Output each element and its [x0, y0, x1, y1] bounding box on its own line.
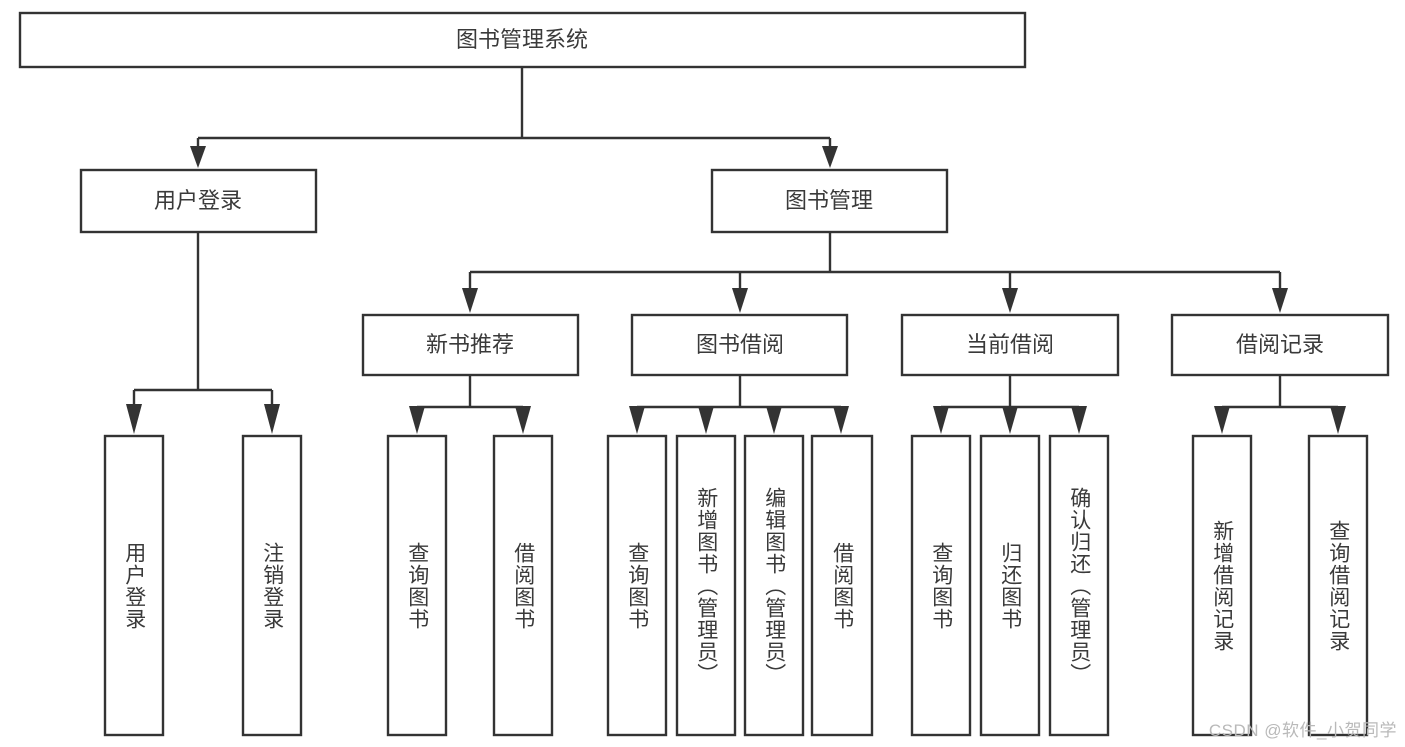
node-label-user-login: 用户登录	[154, 188, 242, 213]
leaf-box-user-login-1[interactable]	[103, 434, 165, 737]
leaf-box-book-borrow-3[interactable]	[743, 434, 805, 737]
watermark-text: CSDN @软件_小贺同学	[1208, 721, 1397, 740]
leaf-box-user-login-2[interactable]	[241, 434, 303, 737]
node-box-root[interactable]	[18, 11, 1027, 69]
node-box-book-borrow[interactable]	[630, 313, 849, 377]
arrowhead-book-manage	[822, 146, 838, 168]
connector-group-new-book-rec	[409, 375, 531, 434]
leaf-box-book-borrow-2[interactable]	[675, 434, 737, 737]
connector-group-root	[190, 67, 838, 168]
node-label-book-manage: 图书管理	[785, 188, 873, 213]
leaf-box-current-borrow-2[interactable]	[979, 434, 1041, 737]
arrowhead-user-login	[190, 146, 206, 168]
arrowhead-leaf-cb-2	[1002, 406, 1018, 434]
arrowhead-leaf-nbr-2	[515, 406, 531, 434]
node-label-root: 图书管理系统	[456, 27, 588, 52]
connector-group-current-borrow	[933, 375, 1087, 434]
leaf-box-current-borrow-3[interactable]	[1048, 434, 1110, 737]
arrowhead-leaf-bb-1	[629, 406, 645, 434]
arrowhead-leaf-cb-1	[933, 406, 949, 434]
connector-group-book-borrow	[629, 375, 849, 434]
node-label-book-borrow: 图书借阅	[696, 332, 784, 357]
arrowhead-book-borrow	[732, 288, 748, 313]
arrowhead-leaf-bb-3	[766, 406, 782, 434]
arrowhead-leaf-user-login-2	[264, 404, 280, 434]
connector-group-borrow-record	[1214, 375, 1346, 434]
arrowhead-new-book-rec	[462, 288, 478, 313]
arrowhead-leaf-bb-2	[698, 406, 714, 434]
leaf-box-borrow-record-1[interactable]	[1191, 434, 1253, 737]
arrowhead-leaf-br-2	[1330, 406, 1346, 434]
arrowhead-leaf-nbr-1	[409, 406, 425, 434]
node-box-borrow-record[interactable]	[1170, 313, 1390, 377]
connector-group-user-login	[126, 232, 280, 434]
leaf-box-book-borrow-1[interactable]	[606, 434, 668, 737]
node-box-new-book-rec[interactable]	[361, 313, 580, 377]
arrowhead-current-borrow	[1002, 288, 1018, 313]
node-label-current-borrow: 当前借阅	[966, 332, 1054, 357]
node-box-current-borrow[interactable]	[900, 313, 1120, 377]
node-box-book-manage[interactable]	[710, 168, 949, 234]
leaf-box-new-book-rec-2[interactable]	[492, 434, 554, 737]
arrowhead-leaf-bb-4	[833, 406, 849, 434]
leaf-box-borrow-record-2[interactable]	[1307, 434, 1369, 737]
node-label-borrow-record: 借阅记录	[1236, 332, 1324, 357]
arrowhead-leaf-user-login-1	[126, 404, 142, 434]
leaf-box-book-borrow-4[interactable]	[810, 434, 874, 737]
node-box-user-login[interactable]	[79, 168, 318, 234]
arrowhead-leaf-cb-3	[1071, 406, 1087, 434]
connector-group-book-manage	[462, 232, 1288, 313]
arrowhead-leaf-br-1	[1214, 406, 1230, 434]
leaf-box-current-borrow-1[interactable]	[910, 434, 972, 737]
leaf-box-new-book-rec-1[interactable]	[386, 434, 448, 737]
arrowhead-borrow-record	[1272, 288, 1288, 313]
node-label-new-book-rec: 新书推荐	[426, 332, 514, 357]
